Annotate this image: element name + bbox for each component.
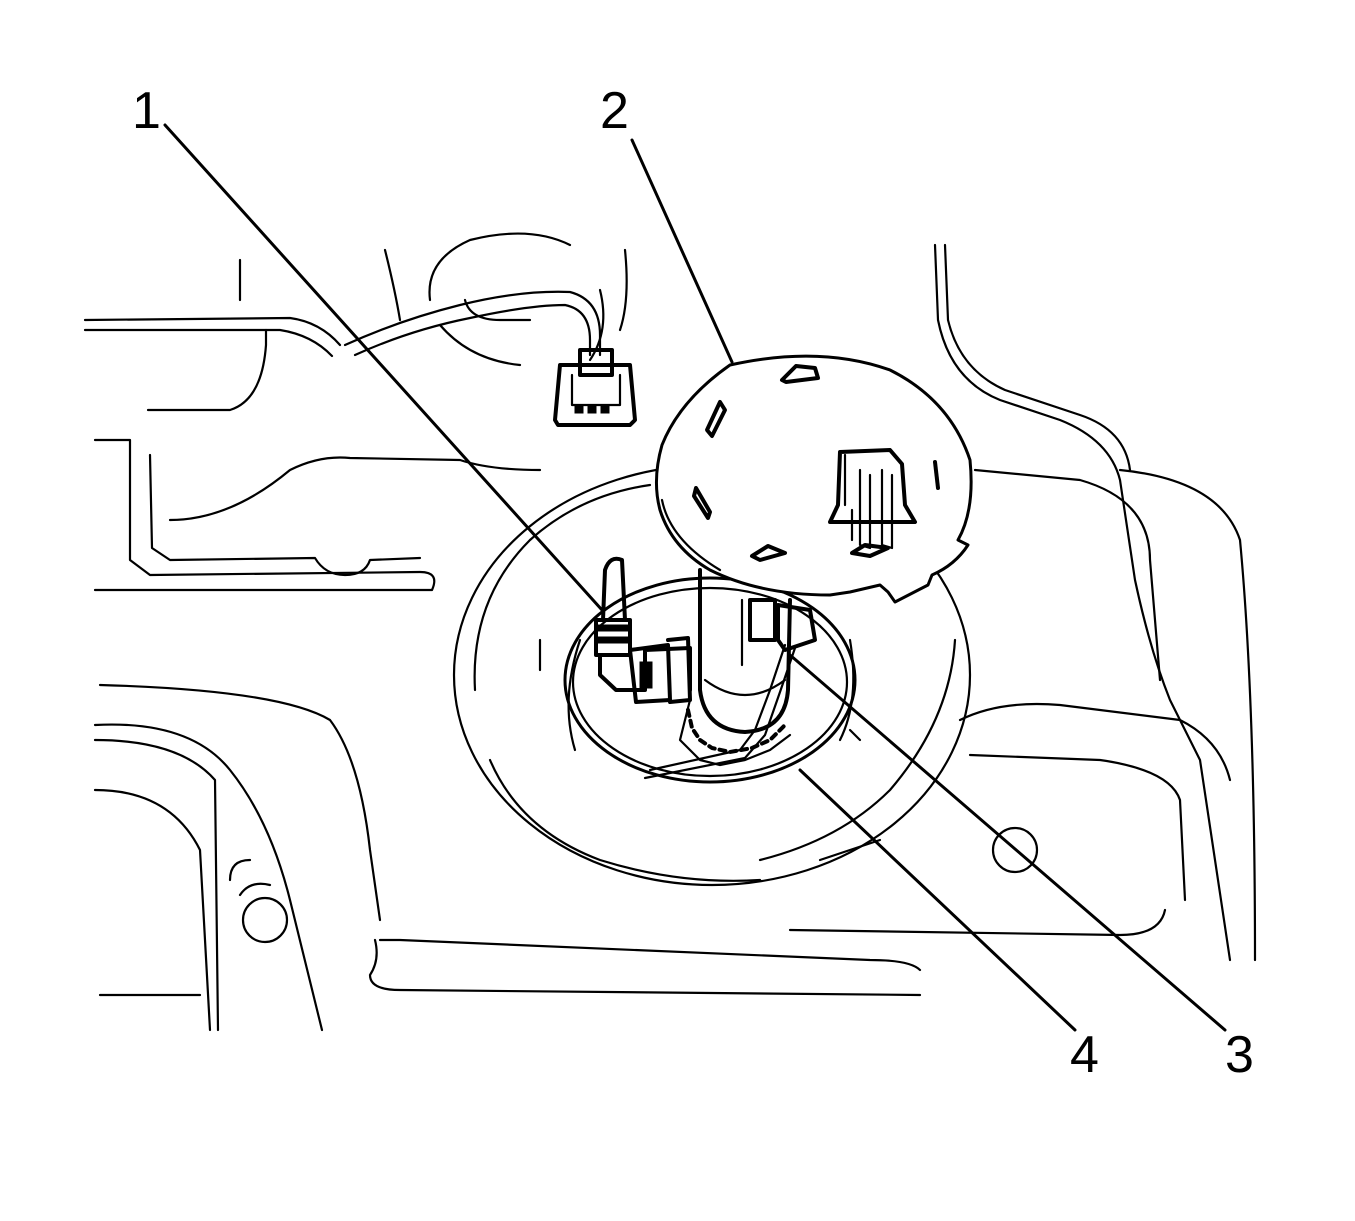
harness-electrical-connector: [553, 348, 637, 427]
callout-2-leader: [630, 138, 734, 364]
fuel-pump-module-body: [678, 568, 792, 767]
callout-1-label: 1: [132, 82, 161, 140]
callout-4-leader: [798, 768, 1077, 1032]
callout-2-label: 2: [600, 82, 629, 140]
callout-3-leader: [788, 653, 1227, 1032]
vehicle-body-structure: [83, 232, 1257, 1032]
callout-labels: 1 2 3 4: [132, 82, 1254, 1084]
callout-4-label: 4: [1070, 1026, 1099, 1084]
callout-3-label: 3: [1225, 1026, 1254, 1084]
callout-1-leader: [163, 123, 604, 612]
fuel-feed-pipe-connector: [594, 556, 692, 704]
fuel-pump-module-cover: [654, 354, 973, 604]
pump-wiring-harness: [343, 290, 602, 367]
callout-leaders: [163, 123, 1227, 1032]
pump-electrical-connector: [643, 598, 817, 780]
